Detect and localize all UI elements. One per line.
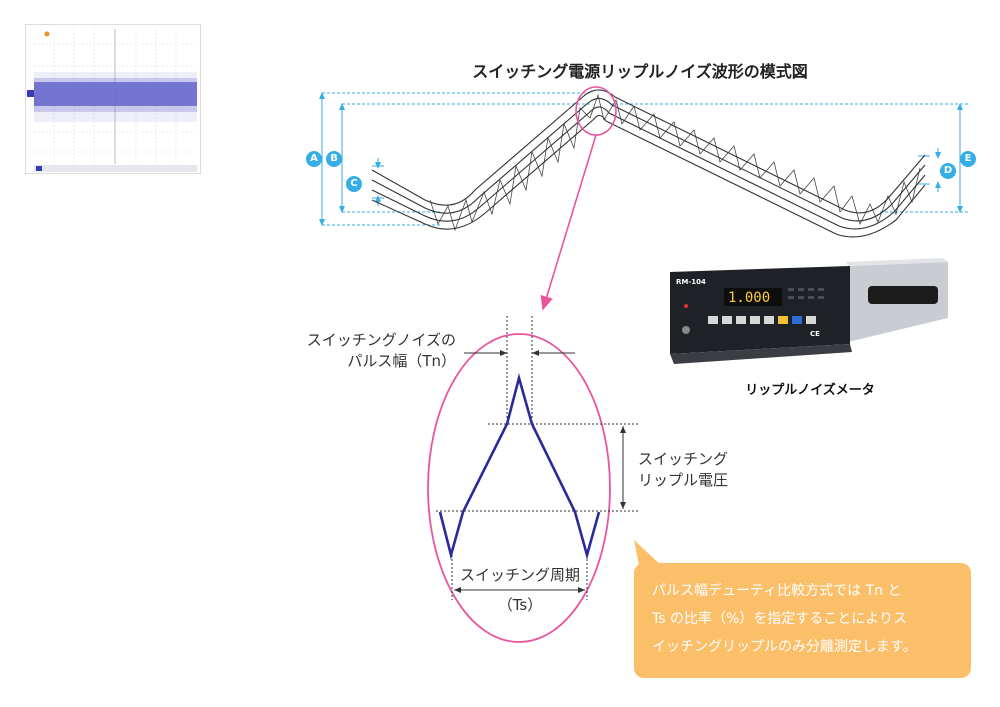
ripple-noise-meter-image: 1.000 RM-104 CE xyxy=(670,258,948,364)
note-line-2: Ts の比率（%）を指定することによりス xyxy=(652,611,908,627)
note-box: パルス幅デューティ比較方式では Tn と Ts の比率（%）を指定することにより… xyxy=(634,563,971,678)
marker-b: B xyxy=(326,151,342,167)
zoom-ellipse xyxy=(427,333,611,643)
note-line-1: パルス幅デューティ比較方式では Tn と xyxy=(652,583,902,599)
handle-icon xyxy=(868,286,938,304)
pulse-width-label: スイッチングノイズの パルス幅（Tn） xyxy=(286,330,456,372)
channel-marker-icon xyxy=(27,90,34,97)
meter-model: RM-104 xyxy=(676,278,706,286)
period-label: スイッチング周期 （Ts） xyxy=(452,565,588,616)
meter-display: 1.000 xyxy=(728,290,770,306)
oscilloscope-screenshot xyxy=(25,24,201,174)
marker-d: D xyxy=(940,163,956,179)
ripple-waveform xyxy=(438,373,601,561)
period-label-line2: （Ts） xyxy=(497,596,543,614)
period-label-line1: スイッチング周期 xyxy=(459,566,580,584)
note-line-3: イッチングリップルのみ分離測定します。 xyxy=(652,639,917,655)
meter-caption: リップルノイズメータ xyxy=(745,383,875,398)
marker-a: A xyxy=(306,151,322,167)
meter-brand: CE xyxy=(810,330,820,338)
ripple-voltage-label-line2: リップル電圧 xyxy=(638,471,729,489)
marker-e: E xyxy=(960,151,976,167)
pulse-width-label-line1: スイッチングノイズの xyxy=(306,331,456,349)
trigger-marker-icon xyxy=(44,31,50,37)
pulse-width-label-line2: パルス幅（Tn） xyxy=(347,352,456,370)
marker-c: C xyxy=(346,176,362,192)
diagram-title: スイッチング電源リップルノイズ波形の模式図 xyxy=(472,62,808,81)
ripple-voltage-label-line1: スイッチング xyxy=(638,450,729,468)
ripple-voltage-label: スイッチング リップル電圧 xyxy=(638,449,728,491)
